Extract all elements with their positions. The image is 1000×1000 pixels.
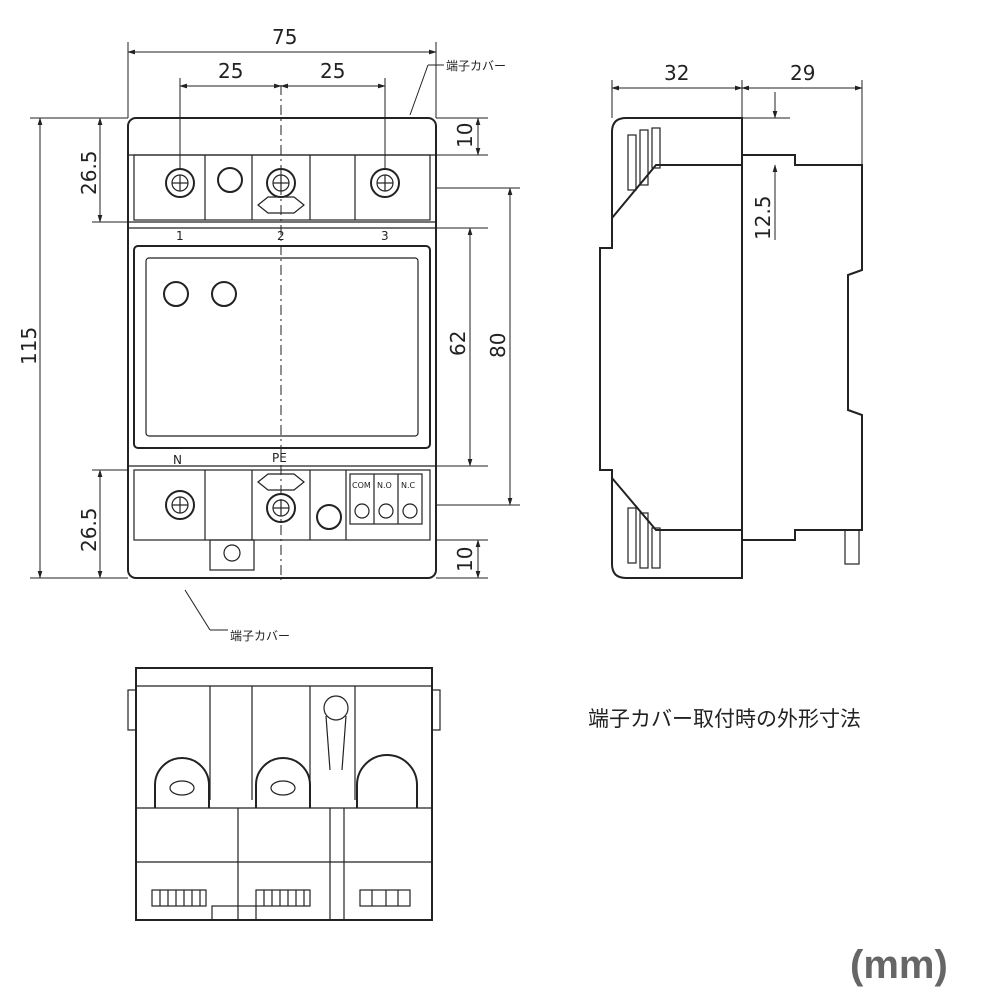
bottom-indicator-hole xyxy=(316,504,342,530)
bottom-vent-3 xyxy=(359,889,411,907)
dim-depth-front: 32 xyxy=(664,61,689,85)
side-vent-top xyxy=(627,127,661,191)
caption: 端子カバー取付時の外形寸法 xyxy=(588,707,861,731)
front-view: 1 2 3 N PE xyxy=(127,59,506,643)
dim-bottom-terminal: 26.5 xyxy=(77,507,101,552)
front-body-outline xyxy=(127,117,437,579)
led-indicator-2 xyxy=(211,281,237,307)
display-window-frame xyxy=(133,245,431,449)
aux-label-com: COM xyxy=(352,481,371,490)
side-vent-bottom xyxy=(627,507,661,569)
dim-depth-rear: 29 xyxy=(790,61,815,85)
dim-pitch-left: 25 xyxy=(218,59,243,83)
aux-label-nc: N.C xyxy=(401,481,416,490)
bottom-terminal-block xyxy=(133,469,431,541)
bottom-vent-1 xyxy=(151,889,207,907)
front-dimensions: 75 25 25 115 26.5 26.5 10 10 62 xyxy=(17,25,520,579)
top-terminal-block xyxy=(133,154,431,221)
terminal-screw-n xyxy=(165,490,195,520)
dim-top-cover: 10 xyxy=(453,123,477,148)
din-rail-clip xyxy=(844,529,860,565)
display-window xyxy=(145,257,419,437)
dim-bottom-cover: 10 xyxy=(453,547,477,572)
callout-terminal-cover-top: 端子カバー xyxy=(446,59,506,73)
terminal-label-2: 2 xyxy=(277,229,285,243)
dim-overall-width: 75 xyxy=(272,25,297,49)
side-dimensions: 32 29 12.5 xyxy=(611,61,863,240)
aux-label-no: N.O xyxy=(377,481,392,490)
bottom-view xyxy=(127,667,441,921)
dim-window-height: 62 xyxy=(446,331,470,356)
terminal-label-1: 1 xyxy=(176,229,184,243)
bottom-view-outline xyxy=(135,667,433,921)
dim-offset: 12.5 xyxy=(751,195,775,240)
dim-top-terminal: 26.5 xyxy=(77,150,101,195)
side-view xyxy=(599,117,863,579)
bottom-screw-1 xyxy=(154,757,210,808)
dim-pitch-right: 25 xyxy=(320,59,345,83)
terminal-label-3: 3 xyxy=(381,229,389,243)
led-indicator-1 xyxy=(163,281,189,307)
top-indicator-hole xyxy=(217,167,243,193)
bottom-screw-2 xyxy=(255,757,311,808)
bottom-vent-2 xyxy=(255,889,311,907)
unit-label: (mm) xyxy=(850,943,948,987)
terminal-label-pe: PE xyxy=(272,451,287,465)
din-clip xyxy=(209,539,255,571)
callout-terminal-cover-bottom: 端子カバー xyxy=(230,629,290,643)
aux-contact-block: COM N.O N.C xyxy=(349,473,423,525)
terminal-label-n: N xyxy=(173,453,182,467)
side-front-housing xyxy=(599,117,743,579)
dim-overall-height: 115 xyxy=(17,327,41,365)
bottom-dome-3 xyxy=(356,754,418,808)
dim-body-height: 80 xyxy=(486,333,510,358)
